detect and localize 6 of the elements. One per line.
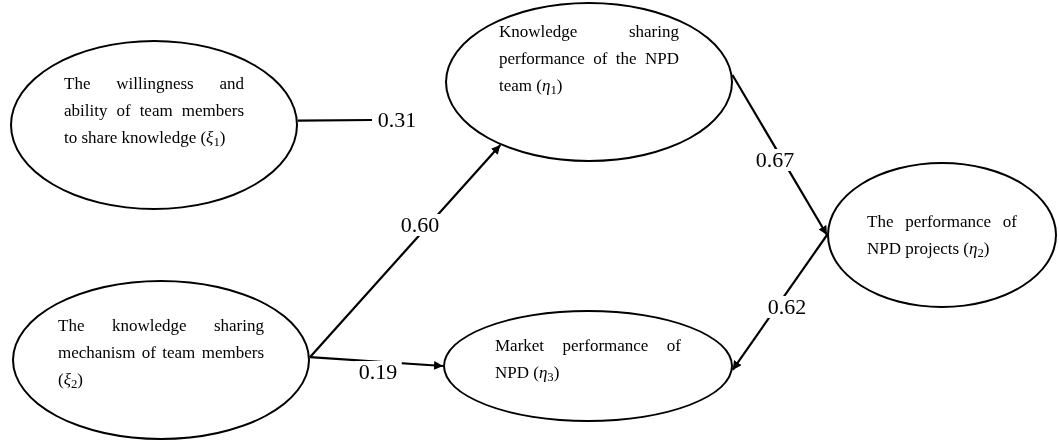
node-label: Knowledge sharing performance of the NPD team (η$_{1}$) xyxy=(499,21,679,99)
node-label: The knowledge sharing mechanism of team members (ξ$_{2}$) xyxy=(58,315,264,393)
node-label: The willingness and ability of team members to share knowledge (ξ$_{1}$) xyxy=(64,73,244,151)
node-label: The performance of NPD projects (η$_{2}$) xyxy=(867,211,1017,262)
node-label: Market performance of NPD (η$_{3}$) xyxy=(495,335,681,386)
arrow xyxy=(309,144,502,358)
